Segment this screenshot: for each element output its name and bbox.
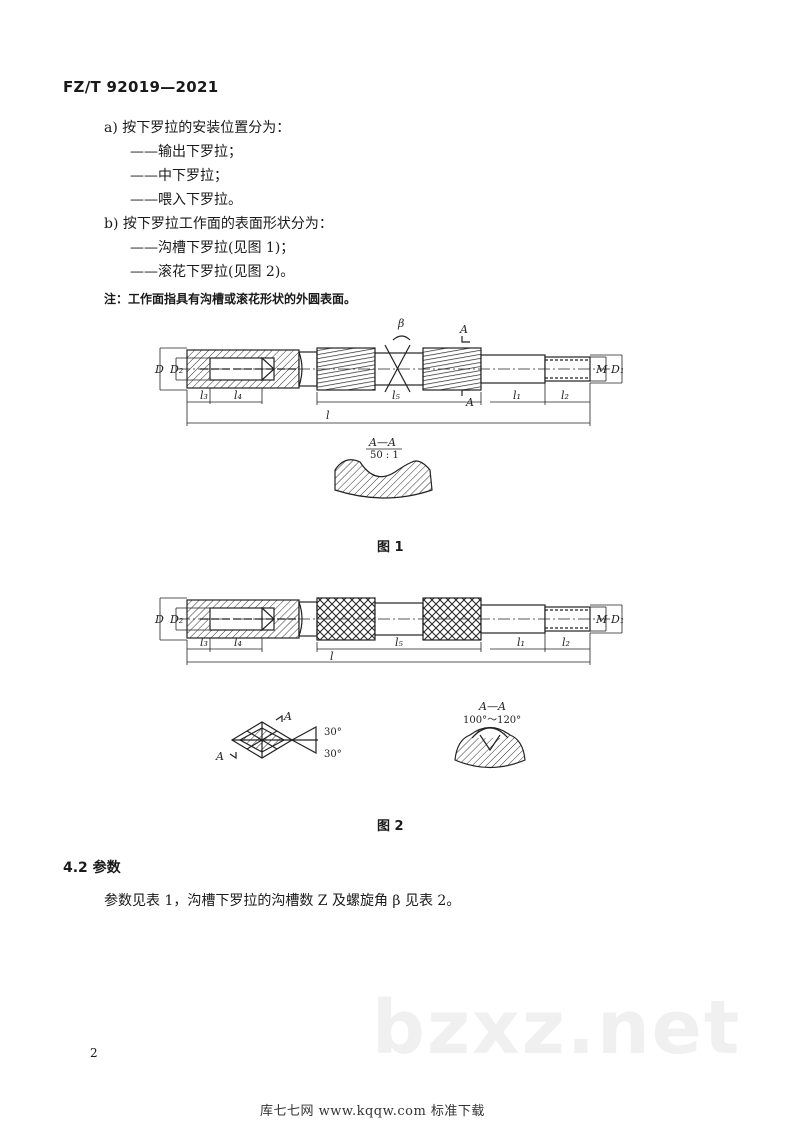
fig2-angle-bottom: 30° bbox=[324, 749, 342, 760]
fig1-label-l5: l₅ bbox=[392, 389, 401, 402]
fig2-label-l: l bbox=[330, 650, 334, 663]
fig2-label-D: D bbox=[154, 613, 164, 626]
fig1-label-l: l bbox=[326, 409, 330, 422]
fig1-label-l2: l₂ bbox=[561, 389, 569, 402]
note: 注：工作面指具有沟槽或滚花形状的外圆表面。 bbox=[104, 292, 357, 306]
fig2-label-l5: l₅ bbox=[395, 636, 404, 649]
fig2-detail-A-top: A bbox=[283, 710, 292, 723]
fig2-label-D1: D₁ bbox=[610, 613, 624, 626]
fig1-label-l4: l₄ bbox=[234, 389, 242, 402]
fig1-label-A-top: A bbox=[459, 323, 468, 336]
fig1-label-l1: l₁ bbox=[513, 389, 521, 402]
list-b-title: b) 按下罗拉工作面的表面形状分为： bbox=[104, 216, 333, 232]
fig2-label-M: M bbox=[595, 613, 608, 626]
fig1-label-M: M bbox=[595, 363, 608, 376]
list-a-item-1: ——输出下罗拉； bbox=[130, 144, 242, 160]
figure-2-drawing: D D₂ l₃ l₄ l₅ l l₁ l₂ M D₁ A A A—A 30° 3… bbox=[154, 597, 624, 769]
figure-2-caption: 图 2 bbox=[377, 819, 404, 834]
fig1-label-D2: D₂ bbox=[169, 363, 183, 376]
list-a-title: a) 按下罗拉的安装位置分为： bbox=[104, 120, 291, 136]
list-a-item-3: ——喂入下罗拉。 bbox=[130, 192, 242, 208]
fig2-label-l2: l₂ bbox=[562, 636, 570, 649]
fig2-detail-A-bottom: A bbox=[215, 750, 224, 763]
fig1-label-A-bottom: A bbox=[465, 396, 474, 409]
section-4-2-title: 4.2 参数 bbox=[63, 860, 121, 876]
fig2-label-l4: l₄ bbox=[234, 636, 242, 649]
page-number: 2 bbox=[90, 1046, 98, 1060]
fig2-label-l1: l₁ bbox=[517, 636, 525, 649]
figure-1-caption: 图 1 bbox=[377, 540, 404, 555]
fig1-section-scale: 50 : 1 bbox=[370, 450, 399, 461]
fig2-section-title: A—A bbox=[478, 700, 506, 713]
list-b-item-2: ——滚花下罗拉(见图 2)。 bbox=[130, 264, 295, 280]
fig1-label-beta: β bbox=[397, 317, 404, 330]
list-a-item-2: ——中下罗拉； bbox=[130, 168, 228, 184]
fig2-section-angle: 100°～120° bbox=[463, 715, 521, 726]
fig2-label-D2: D₂ bbox=[169, 613, 183, 626]
fig1-section-title: A—A bbox=[368, 436, 396, 449]
watermark: bzxz.net bbox=[372, 985, 742, 1071]
fig1-label-l3: l₃ bbox=[200, 389, 208, 402]
fig2-label-l3: l₃ bbox=[200, 636, 208, 649]
fig2-angle-top: 30° bbox=[324, 727, 342, 738]
figure-1-drawing: D D₂ l₃ l₄ l₅ l l₁ l₂ M D₁ β A A A—A 50 … bbox=[154, 317, 624, 499]
footer-source: 库七七网 www.kqqw.com 标准下载 bbox=[260, 1104, 485, 1119]
section-4-2-body: 参数见表 1，沟槽下罗拉的沟槽数 Z 及螺旋角 β 见表 2。 bbox=[104, 893, 461, 909]
standard-code: FZ/T 92019—2021 bbox=[63, 78, 219, 96]
list-b-item-1: ——沟槽下罗拉(见图 1)； bbox=[130, 240, 295, 256]
fig1-label-D: D bbox=[154, 363, 164, 376]
fig1-label-D1: D₁ bbox=[610, 363, 624, 376]
